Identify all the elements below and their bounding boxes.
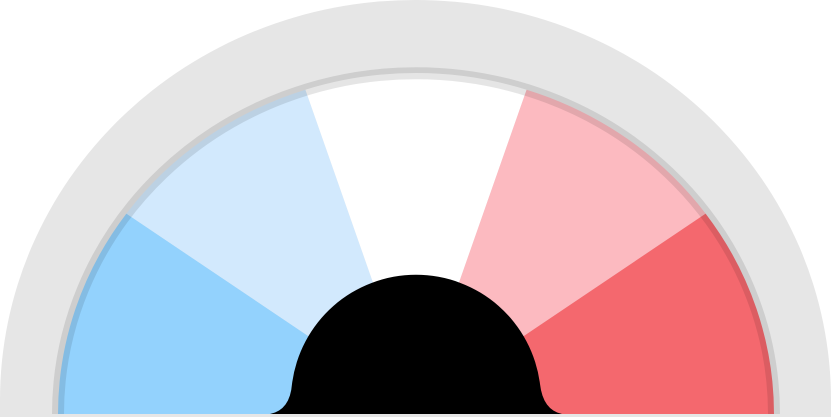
gauge-inner-rim [52,67,780,415]
gauge-hub [270,274,562,414]
gauge-segment-1 [58,213,315,414]
gauge-segments [58,73,774,414]
gauge-segment-4 [454,89,706,341]
gauge-segment-2 [126,89,378,341]
gauge-segment-5 [517,213,774,414]
gauge-segment-3 [305,73,527,296]
